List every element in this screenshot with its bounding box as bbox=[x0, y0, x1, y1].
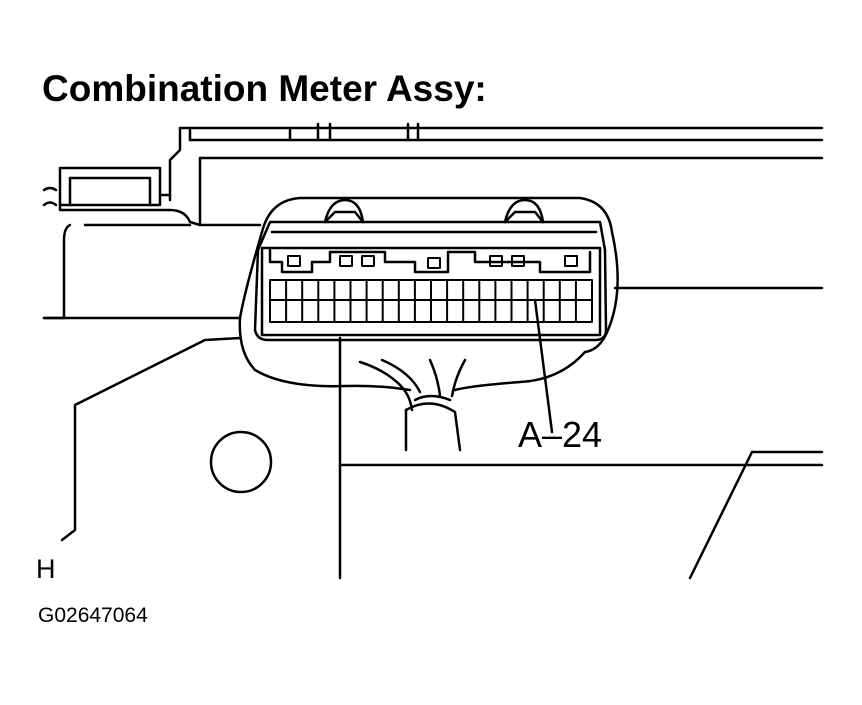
mounting-hole-icon bbox=[209, 430, 273, 494]
connector-boot bbox=[238, 196, 619, 392]
lock-tab-right bbox=[503, 198, 545, 224]
figure-code: G02647064 bbox=[38, 604, 148, 627]
keying-cavity bbox=[427, 257, 441, 269]
keying-cavities bbox=[287, 255, 578, 269]
callout-leader-line bbox=[533, 298, 554, 434]
keying-cavity bbox=[361, 255, 375, 267]
view-letter: H bbox=[36, 554, 56, 584]
terminal-grid bbox=[269, 279, 593, 323]
keying-cavity bbox=[287, 255, 301, 267]
lower-housing bbox=[60, 336, 273, 542]
connector-housing bbox=[253, 198, 608, 342]
mid-band bbox=[42, 286, 824, 580]
connector-callout-label: A–24 bbox=[518, 414, 603, 455]
keying-cavity bbox=[489, 255, 503, 267]
left-bracket bbox=[42, 166, 202, 320]
lock-tab-left bbox=[323, 198, 365, 224]
keying-cavity bbox=[564, 255, 578, 267]
keying-cavity bbox=[511, 255, 525, 267]
wire-harness bbox=[358, 358, 467, 452]
upper-panel-outline bbox=[168, 122, 824, 227]
keying-cavity bbox=[339, 255, 353, 267]
diagram-title: Combination Meter Assy: bbox=[42, 68, 487, 109]
